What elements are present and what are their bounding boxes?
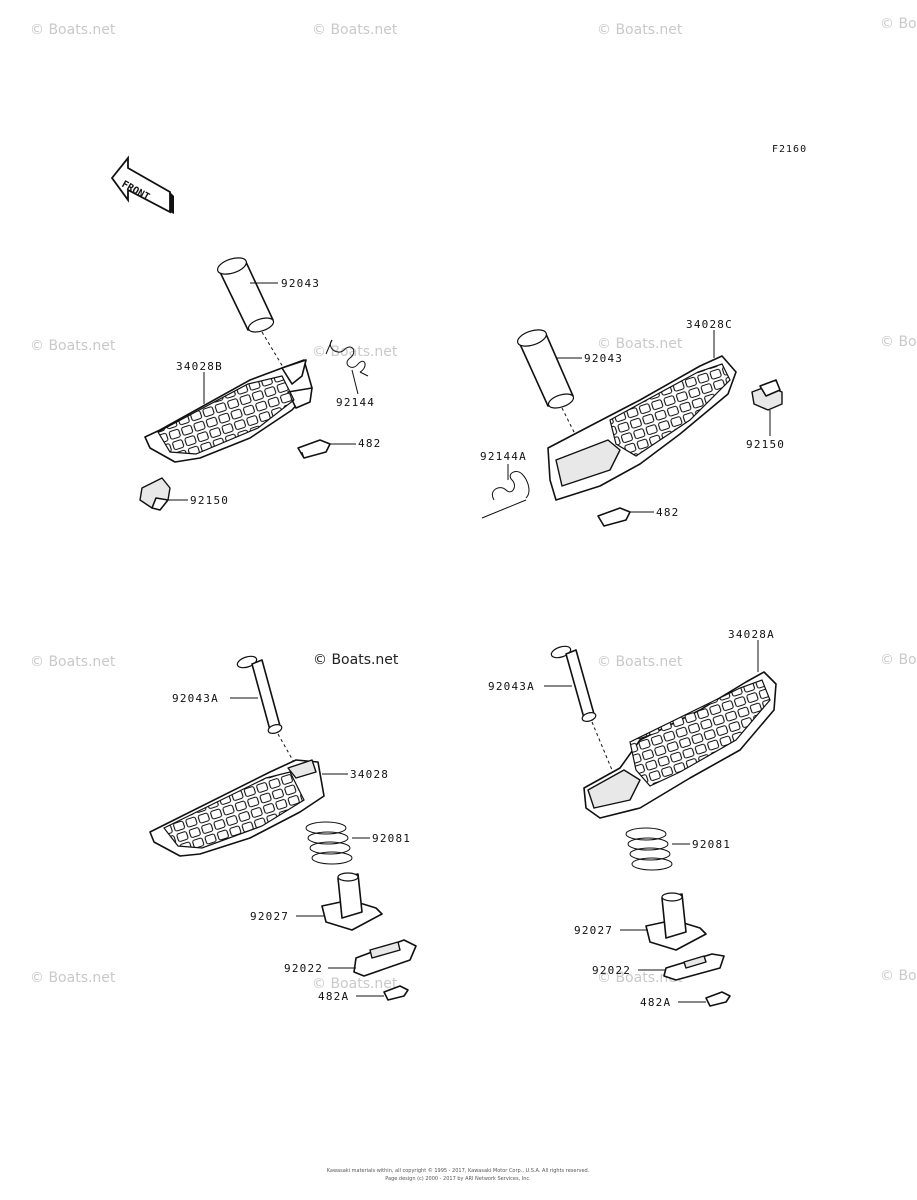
- stopper: [751, 379, 783, 411]
- watermark: © Boats.net: [597, 970, 683, 986]
- watermark: © Boats.net: [312, 976, 398, 992]
- part-label: 92081: [692, 838, 731, 851]
- watermark: © Boats.net: [597, 22, 683, 38]
- footpeg: [144, 359, 313, 463]
- footpeg: [149, 759, 325, 857]
- part-label: 92043A: [488, 680, 535, 693]
- part-label: 92150: [746, 438, 785, 451]
- detent-ball: [383, 985, 409, 1001]
- part-label: 92043A: [172, 692, 219, 705]
- watermark: © Boats.net: [597, 336, 683, 352]
- group-top-right: 92043 34028C 92150 92144A 482: [480, 318, 785, 527]
- plate: [353, 939, 417, 977]
- part-label: 92144: [336, 396, 375, 409]
- part-label: 92027: [250, 910, 289, 923]
- part-label: 34028: [350, 768, 389, 781]
- watermark: © Boats.net: [312, 344, 398, 360]
- pin: [216, 257, 275, 333]
- bracket: [321, 872, 383, 931]
- coil-spring: [305, 821, 353, 865]
- detent-ball: [705, 991, 731, 1007]
- watermark: © Boats.net: [880, 334, 917, 350]
- watermark-main: © Boats.net: [313, 652, 399, 668]
- diagram-code: F2160: [772, 144, 807, 155]
- stopper: [139, 477, 171, 511]
- footpeg: [547, 355, 737, 501]
- watermark: © Boats.net: [30, 654, 116, 670]
- footer-copyright: Kawasaki materials within, all copyright…: [327, 1167, 590, 1174]
- part-label: 92022: [284, 962, 323, 975]
- watermark: © Boats.net: [597, 654, 683, 670]
- group-bottom-left: 92043A 34028 92081 92027: [149, 655, 417, 1003]
- detent-ball: [597, 507, 631, 527]
- part-label: 482: [656, 506, 679, 519]
- part-label: 34028B: [176, 360, 223, 373]
- watermark: © Boats.net: [880, 16, 917, 32]
- front-arrow-icon: FRONT: [110, 155, 174, 214]
- watermark-layer: © Boats.net © Boats.net © Boats.net © Bo…: [30, 16, 917, 992]
- footpeg: [583, 671, 777, 819]
- part-label: 482A: [640, 996, 671, 1009]
- watermark: © Boats.net: [880, 968, 917, 984]
- part-label: 482: [358, 437, 381, 450]
- spring: [481, 471, 530, 519]
- group-top-left: 92043 34028B 92144 482 92150: [139, 257, 381, 511]
- watermark: © Boats.net: [30, 970, 116, 986]
- pin: [236, 655, 283, 734]
- part-label: 92150: [190, 494, 229, 507]
- watermark: © Boats.net: [880, 652, 917, 668]
- part-label: 92043: [584, 352, 623, 365]
- detent-ball: [297, 439, 331, 459]
- part-label: 92027: [574, 924, 613, 937]
- pin: [550, 645, 597, 722]
- part-label: 482A: [318, 990, 349, 1003]
- part-label: 92144A: [480, 450, 527, 463]
- part-label: 34028C: [686, 318, 733, 331]
- plate: [663, 953, 725, 981]
- part-label: 92022: [592, 964, 631, 977]
- group-bottom-right: 34028A 92043A 92081 92027: [488, 628, 777, 1009]
- watermark: © Boats.net: [30, 22, 116, 38]
- part-label: 34028A: [728, 628, 775, 641]
- coil-spring: [625, 827, 673, 871]
- spring: [325, 339, 369, 377]
- pin: [516, 329, 575, 409]
- footer-design: Page design (c) 2000 - 2017 by ARI Netwo…: [385, 1176, 531, 1182]
- part-label: 92043: [281, 277, 320, 290]
- bracket: [645, 892, 707, 951]
- watermark: © Boats.net: [312, 22, 398, 38]
- watermark: © Boats.net: [30, 338, 116, 354]
- part-label: 92081: [372, 832, 411, 845]
